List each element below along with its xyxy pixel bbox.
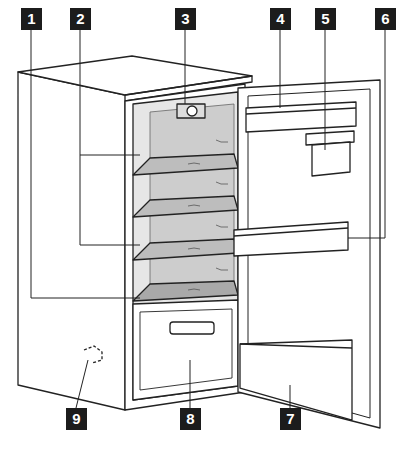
callout-number: 6 [375, 8, 396, 30]
callout-number: 1 [21, 8, 42, 30]
callout-number: 9 [66, 408, 87, 430]
hidden-part [84, 346, 102, 363]
callout-number: 3 [175, 8, 196, 30]
callout-number: 2 [70, 8, 91, 30]
door-shelf [234, 222, 348, 256]
callout-number: 4 [270, 8, 291, 30]
callout-number: 7 [280, 408, 301, 430]
callout-number: 8 [180, 408, 201, 430]
glass-shelf [133, 239, 238, 260]
glass-shelf [133, 281, 238, 301]
cabinet-opening [133, 92, 238, 400]
compartment [312, 142, 350, 176]
front-frame [125, 84, 245, 410]
thermostat [177, 104, 205, 118]
callout-number: 5 [315, 8, 336, 30]
leader-lines [31, 30, 385, 408]
side-panel [18, 72, 125, 410]
crisper-drawer [133, 300, 238, 400]
drawer-handle [170, 322, 214, 334]
door-shelf [246, 102, 356, 132]
glass-shelf [133, 154, 238, 175]
glass-shelf [133, 196, 238, 217]
